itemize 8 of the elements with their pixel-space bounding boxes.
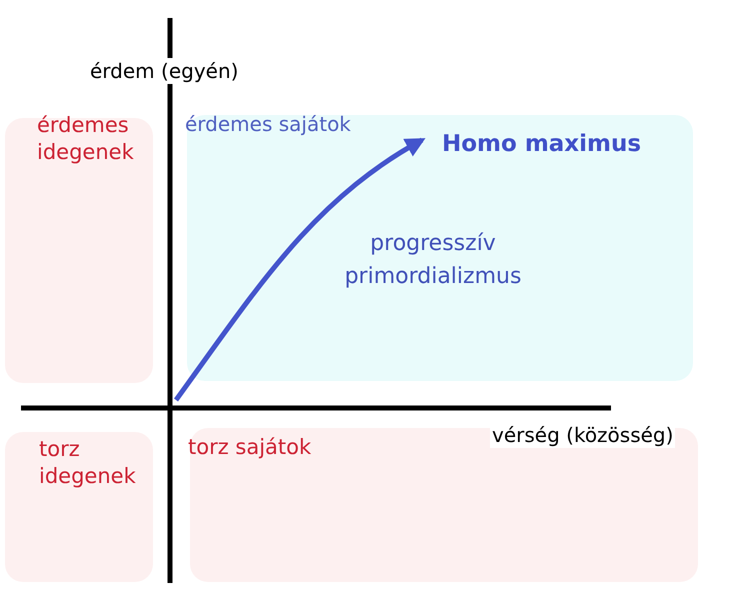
curve-label: Homo maximus (442, 130, 642, 159)
quadrant-panel (187, 115, 693, 381)
quadrant-label: érdemes idegenek (37, 112, 135, 166)
quadrant-annotation: progresszív primordializmus (344, 230, 522, 291)
quadrant-label: torz idegenek (39, 436, 137, 490)
curved-arrow (174, 138, 426, 402)
quadrant-label: torz sajátok (188, 434, 312, 461)
quadrant-label: érdemes sajátok (185, 111, 352, 137)
